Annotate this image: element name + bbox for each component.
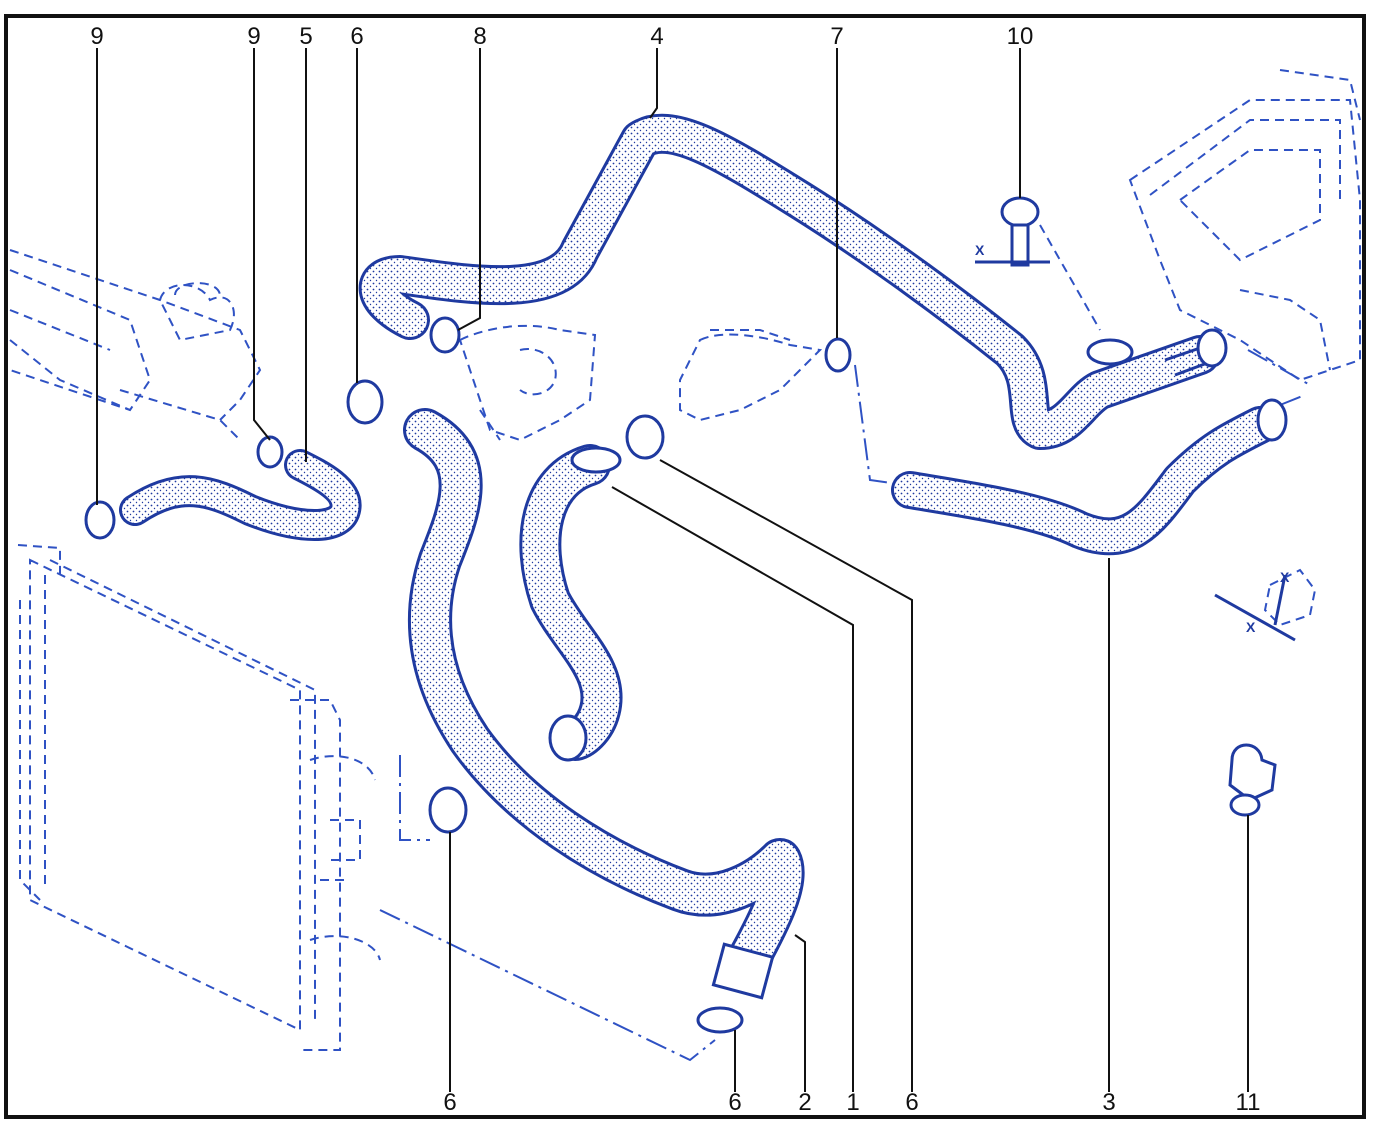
diagram-frame <box>4 14 1366 1119</box>
clamp-9-left <box>84 500 116 540</box>
callout-9-right: 9 <box>247 23 260 50</box>
callout-6-bottom-right: 6 <box>905 1089 918 1116</box>
callout-11: 11 <box>1236 1089 1261 1116</box>
water-outlet-outline <box>679 329 823 422</box>
callout-9-left: 9 <box>90 23 103 50</box>
radiator-outline <box>17 544 381 1051</box>
hose-1 <box>519 444 623 762</box>
callout-6-top: 6 <box>350 23 363 50</box>
clamp-6-lower-left <box>428 786 468 834</box>
clamp-6-centre <box>625 414 665 460</box>
clamp-orientation-detail: X X <box>1214 568 1317 642</box>
alignment-line <box>399 755 430 841</box>
callout-numbers-top: 9 9 5 6 8 4 7 10 <box>90 23 1033 50</box>
alignment-line <box>1279 394 1306 406</box>
callout-6-bottom-mid: 6 <box>728 1089 741 1116</box>
callout-2: 2 <box>798 1089 811 1116</box>
bleed-screw-10: X <box>975 196 1050 267</box>
callout-numbers-bottom: 6 6 2 1 6 3 11 <box>443 1089 1260 1116</box>
clamp-8 <box>429 316 461 354</box>
clamp-7 <box>824 337 852 373</box>
callout-5: 5 <box>299 23 312 50</box>
dim-x-right-small-label: X <box>1280 569 1290 585</box>
hose-3 <box>891 398 1288 556</box>
alignment-line <box>1247 349 1311 386</box>
dim-x-top-label: X <box>975 242 985 258</box>
callout-1: 1 <box>846 1089 859 1116</box>
alignment-line <box>379 909 716 1062</box>
alignment-line <box>854 364 906 486</box>
hose-4 <box>358 113 1220 450</box>
expansion-tank-outline <box>9 249 262 441</box>
callout-8: 8 <box>473 23 486 50</box>
callout-7: 7 <box>830 23 843 50</box>
clip-11 <box>1228 743 1277 817</box>
bleed-screw-direction-arrow <box>1039 224 1101 331</box>
callout-3: 3 <box>1102 1089 1115 1116</box>
hose-4-bleed-fitting <box>1086 328 1228 377</box>
clamp-6-upper-left <box>346 379 384 425</box>
callout-6-bottom-left: 6 <box>443 1089 456 1116</box>
callout-4: 4 <box>650 23 663 50</box>
leader-lines <box>96 48 1249 1092</box>
hose-2 <box>403 408 805 1000</box>
clamp-9-upper <box>256 435 284 469</box>
heater-unit-outline <box>1128 69 1361 382</box>
hose-5 <box>119 449 362 541</box>
thermostat-housing-outline <box>458 324 597 442</box>
callout-10: 10 <box>1007 23 1034 50</box>
dim-x-right-label: X <box>1246 619 1256 635</box>
clamp-6-bottom <box>696 1006 744 1034</box>
